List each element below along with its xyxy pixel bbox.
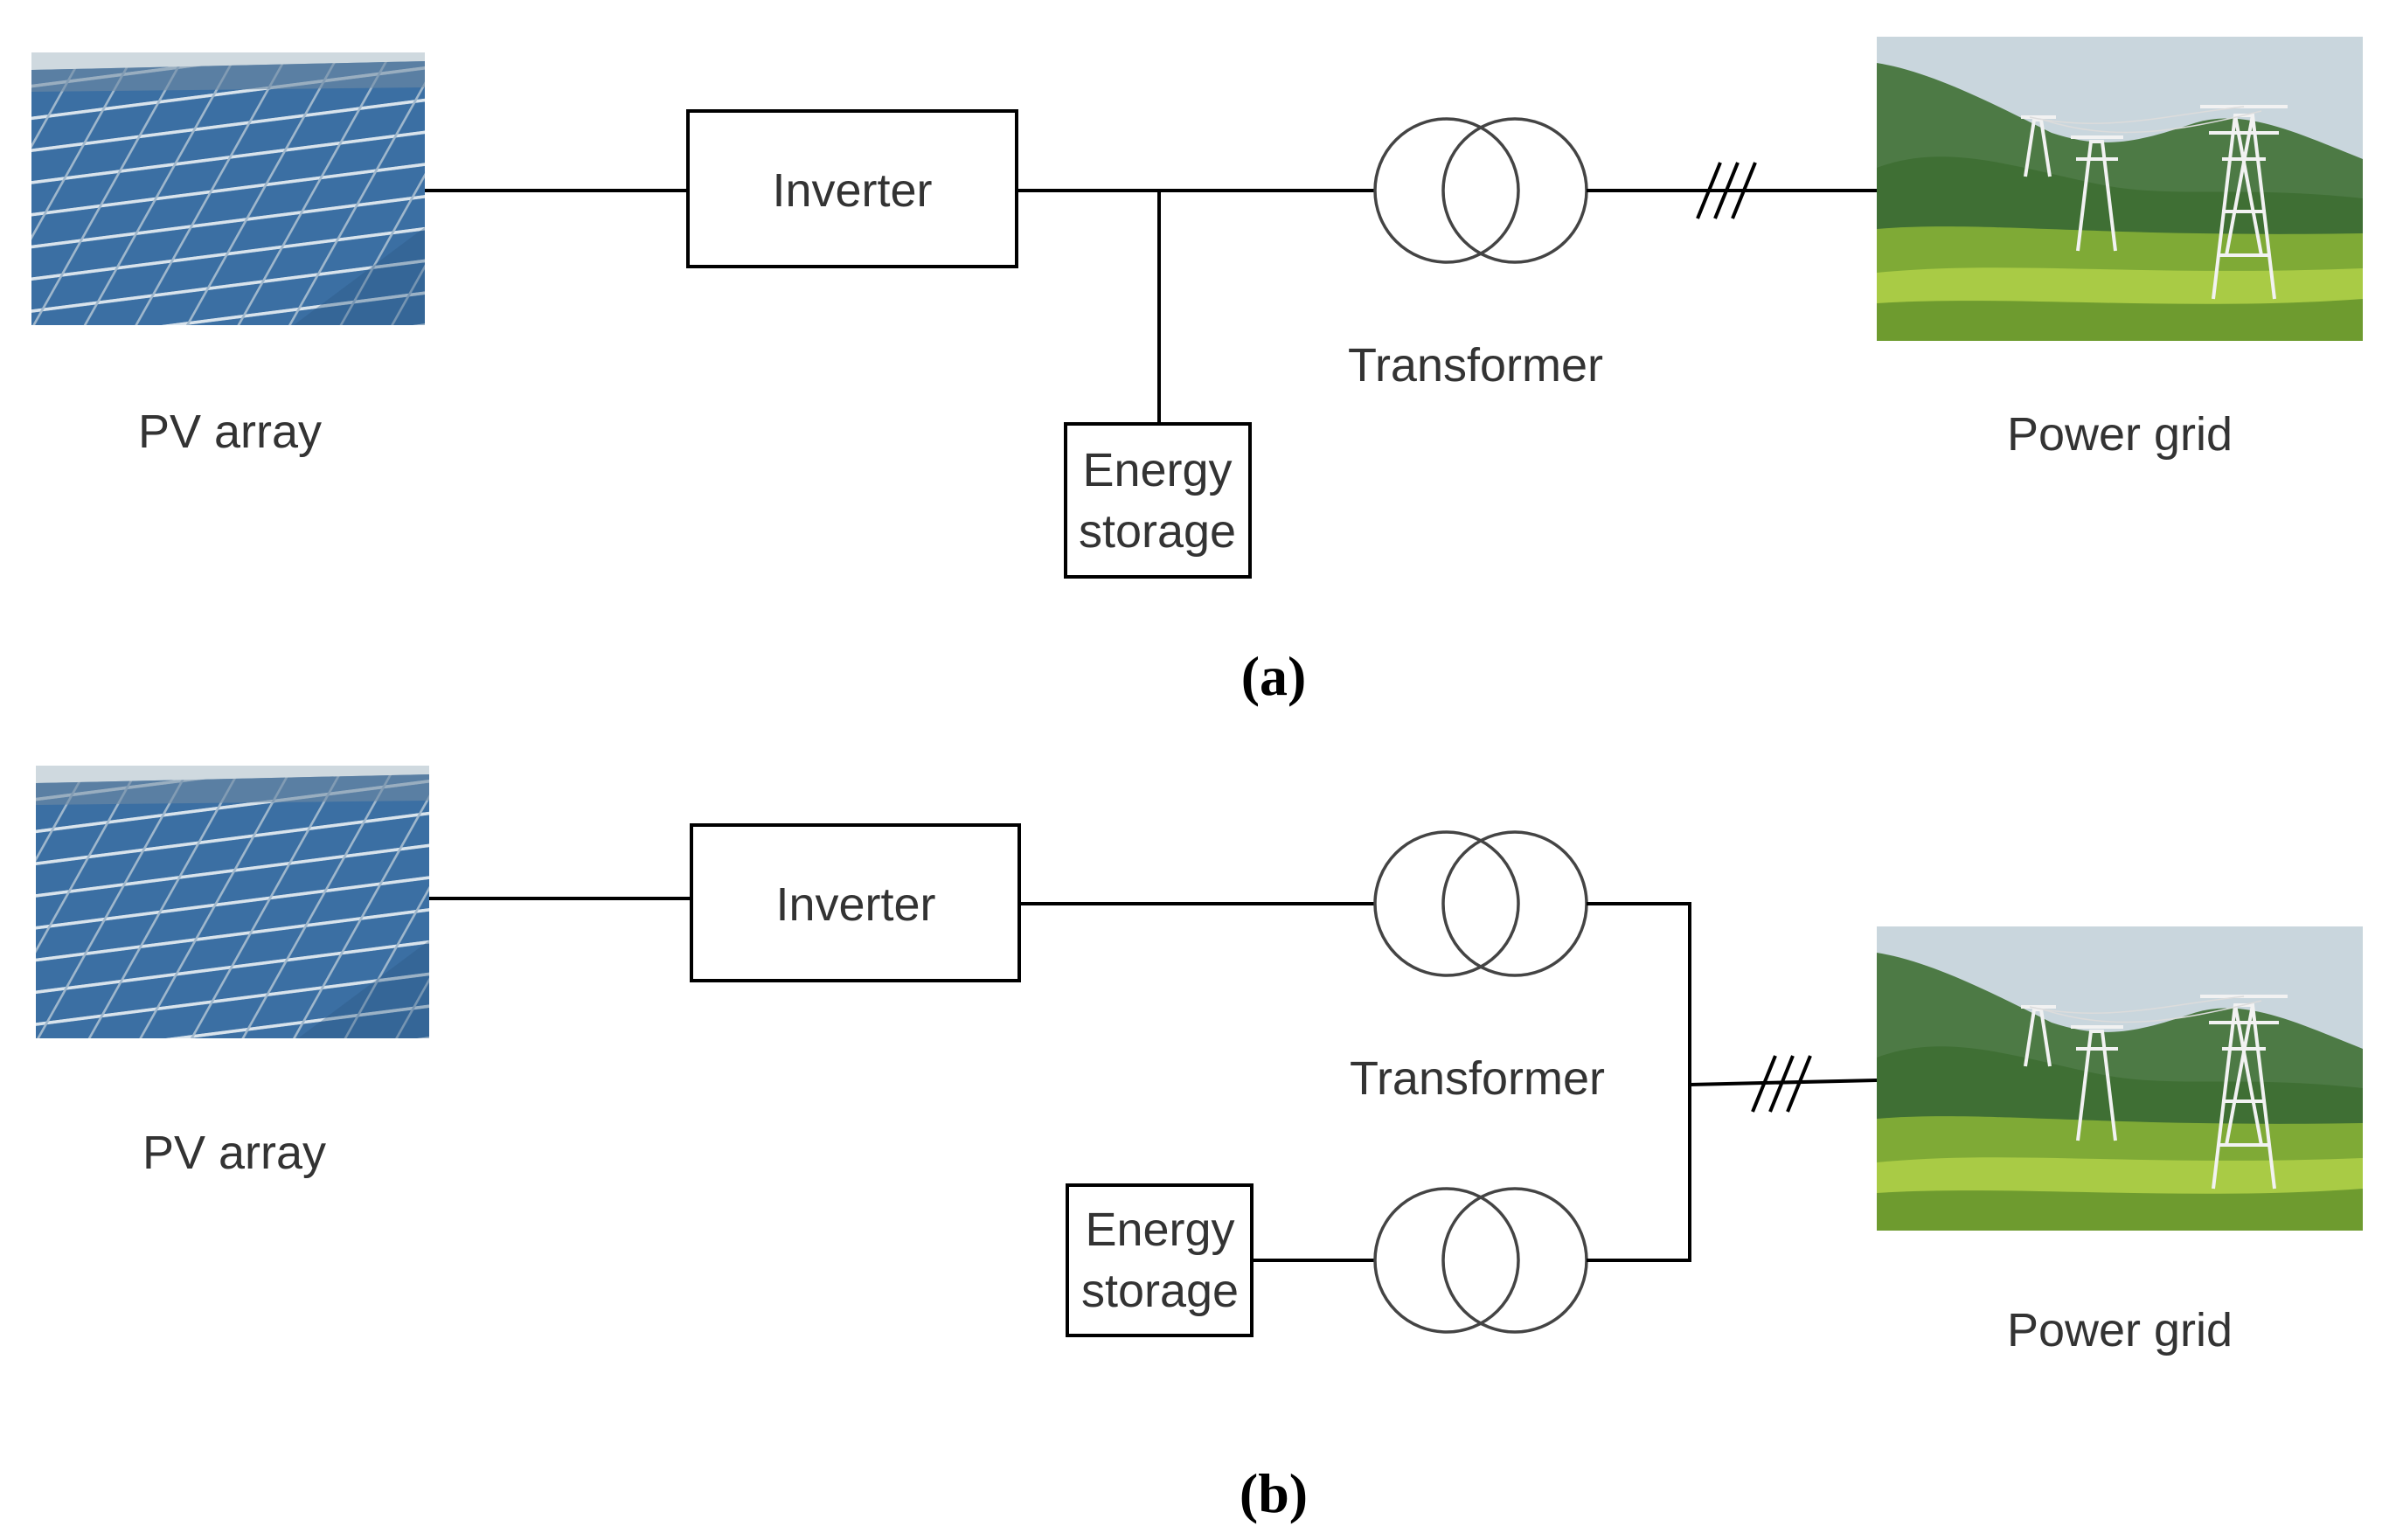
- pv-array-label: PV array: [138, 406, 322, 458]
- energy-storage-box: [1066, 1183, 1254, 1337]
- panel-a: PV array Inverter Energy storage Transfo…: [31, 37, 2363, 707]
- pv-array-photo: [31, 52, 425, 325]
- pv-array-photo: [36, 766, 429, 1038]
- energy-storage-label-line2: storage: [1079, 505, 1236, 558]
- transformer-symbol-lower: [1373, 1187, 1588, 1334]
- inverter-label: Inverter: [772, 164, 932, 217]
- energy-storage-label-line1: Energy: [1082, 444, 1232, 496]
- energy-storage-label-line2: storage: [1081, 1265, 1239, 1317]
- pv-array-label: PV array: [142, 1127, 326, 1179]
- energy-storage-label-line1: Energy: [1085, 1204, 1234, 1256]
- inverter-label: Inverter: [775, 878, 935, 931]
- caption-b: (b): [1240, 1462, 1308, 1524]
- transformer-bus-line: [1587, 902, 1691, 1262]
- transformer-symbol: [1373, 117, 1588, 264]
- three-phase-marker: [1696, 162, 1757, 219]
- power-grid-photo: [1877, 926, 2363, 1231]
- panel-b: PV array Inverter Transformer Energy sto…: [36, 766, 2363, 1524]
- caption-a: (a): [1241, 645, 1307, 707]
- power-grid-photo: [1877, 37, 2363, 341]
- transformer-label: Transformer: [1350, 1052, 1605, 1105]
- three-phase-marker: [1751, 1055, 1812, 1113]
- transformer-label: Transformer: [1348, 339, 1603, 392]
- transformer-symbol-upper: [1373, 830, 1588, 977]
- energy-storage-box: [1064, 422, 1252, 579]
- power-grid-label: Power grid: [2007, 408, 2233, 461]
- power-grid-label: Power grid: [2007, 1304, 2233, 1356]
